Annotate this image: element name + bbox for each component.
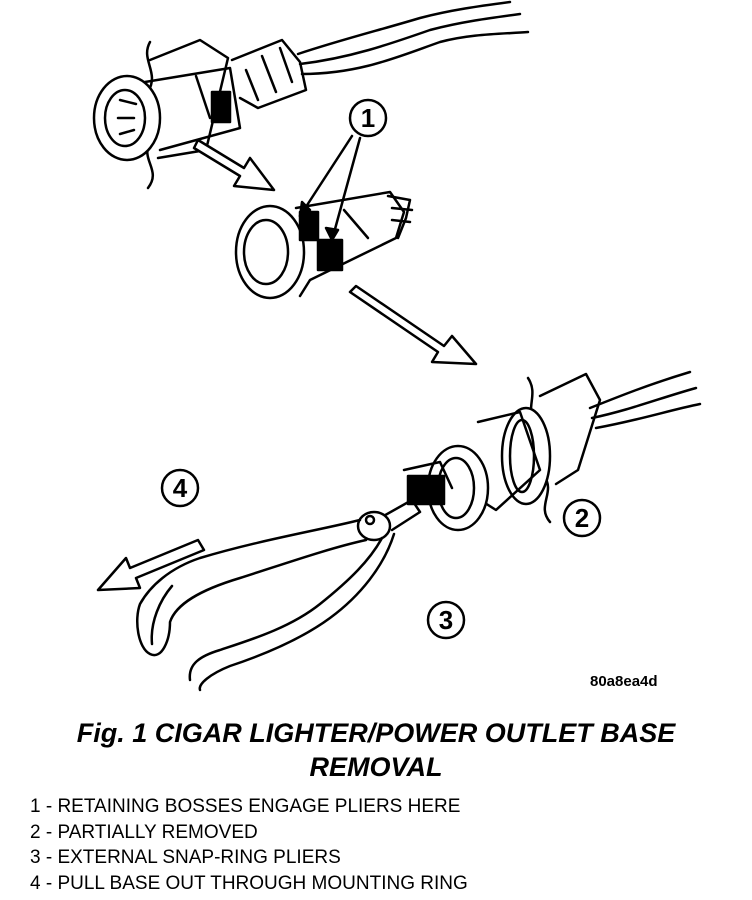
panel-section-top bbox=[148, 38, 230, 160]
callout-1-circle bbox=[348, 98, 388, 138]
removal-arrow-1 bbox=[192, 138, 276, 192]
figure-reference-code: 80a8ea4d bbox=[590, 673, 658, 690]
removed-bezel-outer bbox=[234, 204, 306, 300]
legend-item-2: 2 - PARTIALLY REMOVED bbox=[30, 821, 258, 843]
callout-legend: 1 - RETAINING BOSSES ENGAGE PLIERS HERE … bbox=[30, 794, 468, 896]
partially-removed-assembly bbox=[402, 370, 702, 532]
removed-bezel-inner bbox=[242, 218, 290, 286]
installed-outlet-assembly bbox=[92, 0, 530, 190]
removal-diagram: 1 4 2 3 80a8ea4d bbox=[92, 0, 702, 692]
removal-arrow-2 bbox=[348, 284, 478, 366]
legend-item-4: 4 - PULL BASE OUT THROUGH MOUNTING RING bbox=[30, 872, 468, 894]
callout-3-circle bbox=[426, 600, 466, 640]
callout-1-leader-b bbox=[330, 136, 362, 242]
callout-1-leader-a bbox=[298, 134, 354, 218]
removed-outlet-base bbox=[234, 190, 414, 300]
legend-item-3: 3 - EXTERNAL SNAP-RING PLIERS bbox=[30, 847, 341, 868]
retaining-boss-upper bbox=[298, 210, 320, 242]
caption-line-2: REMOVAL bbox=[309, 752, 443, 782]
callout-4-number: 4 bbox=[173, 473, 188, 503]
callout-3-number: 3 bbox=[439, 605, 453, 635]
snap-ring-pliers bbox=[136, 498, 422, 692]
plier-handle-lower bbox=[188, 536, 384, 682]
callout-2-circle bbox=[562, 498, 602, 538]
plier-handle-upper bbox=[136, 518, 368, 657]
callout-4-circle bbox=[160, 468, 200, 508]
pull-direction-arrow bbox=[96, 538, 206, 592]
retaining-boss-lower bbox=[316, 238, 344, 272]
caption-line-1: Fig. 1 CIGAR LIGHTER/POWER OUTLET BASE bbox=[76, 718, 676, 748]
callout-2-number: 2 bbox=[575, 503, 589, 533]
installed-bezel-inner bbox=[103, 88, 147, 148]
figure-caption: Fig. 1 CIGAR LIGHTER/POWER OUTLET BASE R… bbox=[0, 716, 752, 784]
legend-item-1: 1 - RETAINING BOSSES ENGAGE PLIERS HERE bbox=[30, 796, 461, 817]
callout-1-number: 1 bbox=[361, 103, 375, 133]
